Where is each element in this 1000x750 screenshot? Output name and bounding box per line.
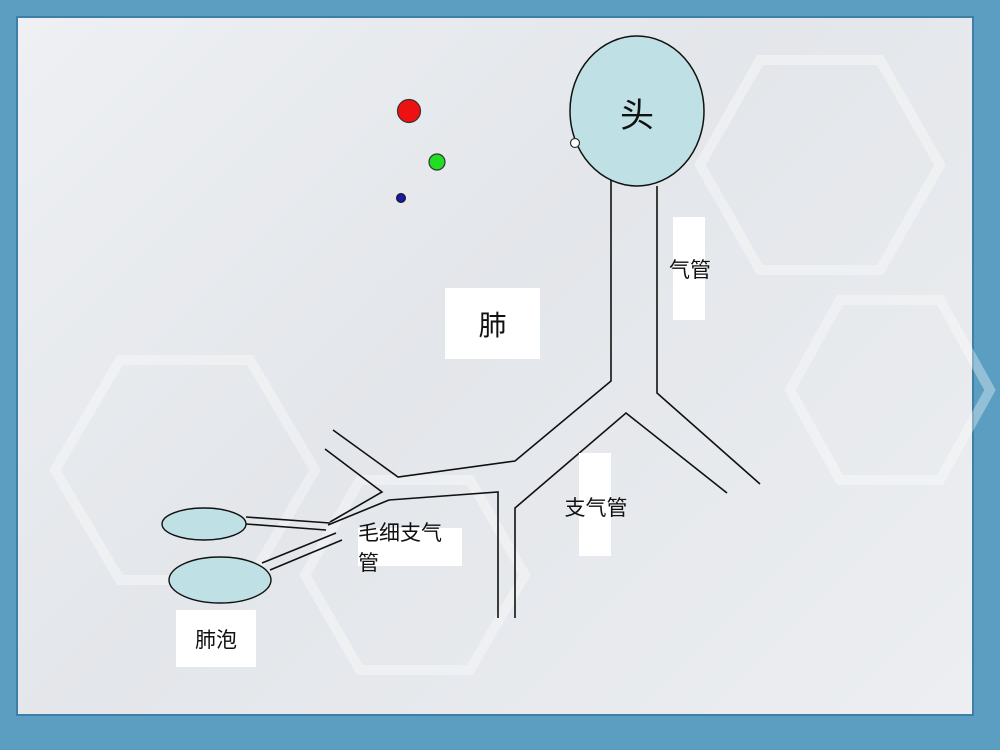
red-dot [396,98,422,124]
trachea-right-wall [656,186,761,485]
slide-frame [16,16,974,716]
bronchiole-label: 毛细支气管 [358,521,462,575]
hexagon-decoration [694,55,946,275]
bronchiole-upper-1 [245,516,331,524]
trachea-label: 气管 [669,258,711,282]
right-bronchus-wall [514,411,728,618]
trachea-left-wall [332,180,612,478]
airway-lines [245,180,761,618]
bronchiole-upper-2 [245,523,327,531]
lung-label: 肺 [445,288,540,359]
alveolus-upper [161,507,247,541]
head-circle [569,35,705,187]
bronchiole-lower-1 [261,532,337,564]
green-dot [428,153,446,171]
bronchus-label-bg [579,453,611,556]
left-bronchus-wall [327,491,499,618]
alveolus-lower [168,556,272,604]
bronchus-label: 支气管 [564,496,628,520]
hexagon-decoration [49,355,321,585]
hexagon-decoration [299,475,531,675]
alveoli-label: 肺泡 [176,610,256,667]
trachea-label-bg [673,217,705,320]
hexagon-decoration [784,295,996,485]
head-label: 头 [620,95,654,136]
small-ring-marker [569,137,581,149]
blue-dot [396,193,406,203]
bronchiole-lower-2 [269,539,343,571]
bronchiole-branch [324,448,384,523]
